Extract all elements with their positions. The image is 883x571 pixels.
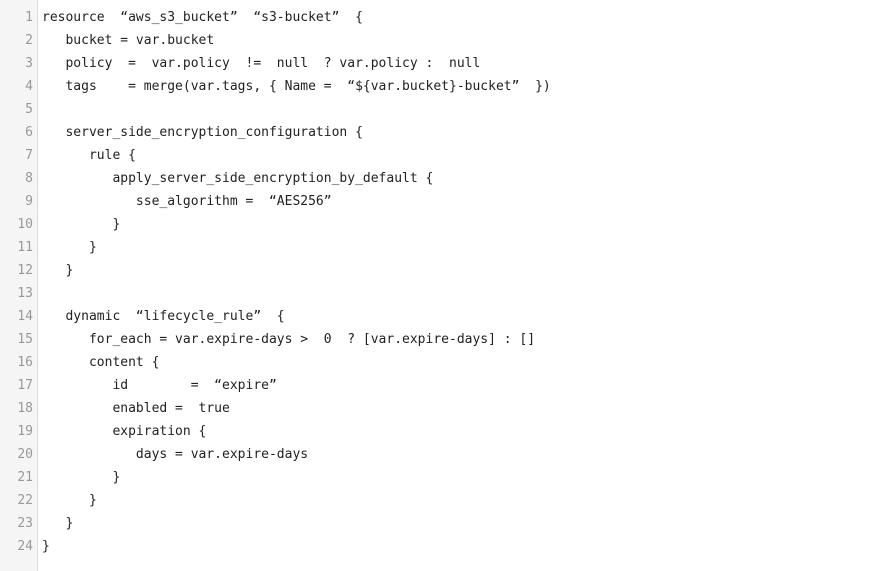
code-line[interactable]: 6 server_side_encryption_configuration { xyxy=(0,121,883,144)
code-text[interactable]: } xyxy=(42,539,50,554)
code-line[interactable]: 2 bucket = var.bucket xyxy=(0,29,883,52)
line-number: 22 xyxy=(17,493,33,508)
code-text[interactable]: dynamic “lifecycle_rule” { xyxy=(42,309,285,324)
code-line[interactable]: 13 xyxy=(0,282,883,305)
code-text[interactable]: } xyxy=(42,470,121,485)
code-line[interactable]: 20 days = var.expire-days xyxy=(0,443,883,466)
code-line[interactable]: 9 sse_algorithm = “AES256” xyxy=(0,190,883,213)
code-text[interactable]: server_side_encryption_configuration { xyxy=(42,125,363,140)
code-text[interactable]: policy = var.policy != null ? var.policy… xyxy=(42,56,481,71)
code-text[interactable]: } xyxy=(42,240,97,255)
code-line[interactable]: 12 } xyxy=(0,259,883,282)
line-number: 13 xyxy=(17,286,33,301)
line-number: 3 xyxy=(25,56,33,71)
code-line[interactable]: 4 tags = merge(var.tags, { Name = “${var… xyxy=(0,75,883,98)
code-text[interactable]: content { xyxy=(42,355,160,370)
code-line[interactable]: 10 } xyxy=(0,213,883,236)
code-text[interactable]: tags = merge(var.tags, { Name = “${var.b… xyxy=(42,79,551,94)
code-line[interactable]: 24} xyxy=(0,535,883,558)
line-number: 11 xyxy=(17,240,33,255)
line-number: 16 xyxy=(17,355,33,370)
code-text[interactable]: for_each = var.expire-days > 0 ? [var.ex… xyxy=(42,332,536,347)
line-number: 18 xyxy=(17,401,33,416)
line-number: 5 xyxy=(25,102,33,117)
line-number: 17 xyxy=(17,378,33,393)
code-text[interactable]: bucket = var.bucket xyxy=(42,33,215,48)
code-line[interactable]: 3 policy = var.policy != null ? var.poli… xyxy=(0,52,883,75)
code-line[interactable]: 14 dynamic “lifecycle_rule” { xyxy=(0,305,883,328)
code-text[interactable]: id = “expire” xyxy=(42,378,277,393)
line-number: 21 xyxy=(17,470,33,485)
code-text[interactable]: } xyxy=(42,516,74,531)
code-line[interactable]: 22 } xyxy=(0,489,883,512)
code-text[interactable]: expiration { xyxy=(42,424,207,439)
code-text[interactable]: } xyxy=(42,493,97,508)
code-line[interactable]: 23 } xyxy=(0,512,883,535)
code-line[interactable]: 21 } xyxy=(0,466,883,489)
line-number: 19 xyxy=(17,424,33,439)
code-text[interactable]: } xyxy=(42,263,74,278)
code-text[interactable]: } xyxy=(42,217,121,232)
code-line[interactable]: 18 enabled = true xyxy=(0,397,883,420)
code-text[interactable]: days = var.expire-days xyxy=(42,447,309,462)
line-number: 14 xyxy=(17,309,33,324)
line-number: 20 xyxy=(17,447,33,462)
line-number: 9 xyxy=(25,194,33,209)
code-line[interactable]: 11 } xyxy=(0,236,883,259)
code-text[interactable]: apply_server_side_encryption_by_default … xyxy=(42,171,434,186)
code-line[interactable]: 15 for_each = var.expire-days > 0 ? [var… xyxy=(0,328,883,351)
line-number: 2 xyxy=(25,33,33,48)
line-number: 7 xyxy=(25,148,33,163)
code-line[interactable]: 17 id = “expire” xyxy=(0,374,883,397)
code-text[interactable]: sse_algorithm = “AES256” xyxy=(42,194,332,209)
code-text[interactable]: rule { xyxy=(42,148,136,163)
code-text[interactable]: enabled = true xyxy=(42,401,230,416)
line-number: 12 xyxy=(17,263,33,278)
line-number-gutter xyxy=(0,0,38,571)
line-number: 23 xyxy=(17,516,33,531)
line-number: 1 xyxy=(25,10,33,25)
line-number: 4 xyxy=(25,79,33,94)
line-number: 10 xyxy=(17,217,33,232)
code-text[interactable]: resource “aws_s3_bucket” “s3-bucket” { xyxy=(42,10,363,25)
line-number: 6 xyxy=(25,125,33,140)
line-number: 8 xyxy=(25,171,33,186)
code-line[interactable]: 19 expiration { xyxy=(0,420,883,443)
code-line[interactable]: 7 rule { xyxy=(0,144,883,167)
line-number: 24 xyxy=(17,539,33,554)
code-line[interactable]: 1 resource “aws_s3_bucket” “s3-bucket” { xyxy=(0,6,883,29)
line-number: 15 xyxy=(17,332,33,347)
code-line[interactable]: 5 xyxy=(0,98,883,121)
code-line[interactable]: 8 apply_server_side_encryption_by_defaul… xyxy=(0,167,883,190)
code-line[interactable]: 16 content { xyxy=(0,351,883,374)
